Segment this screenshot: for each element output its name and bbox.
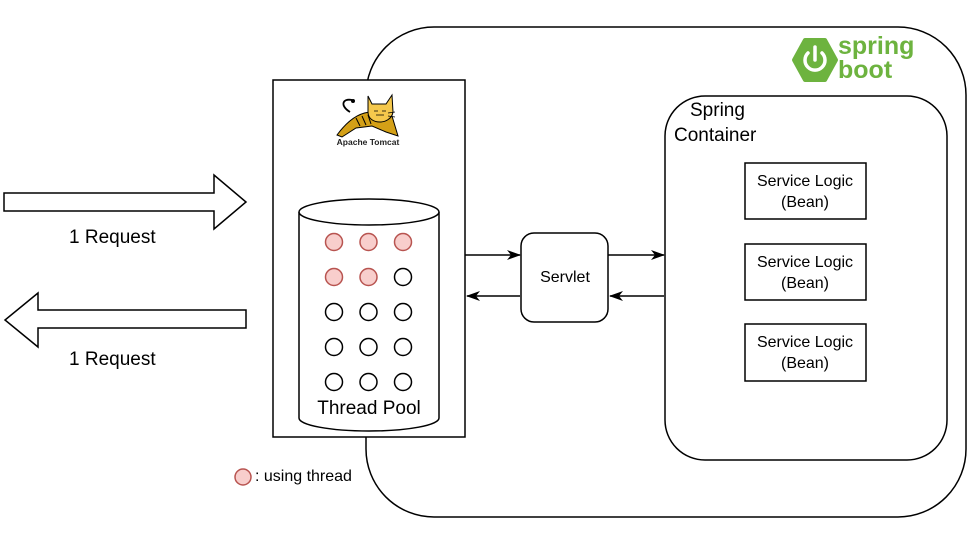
bean-label-1: Service Logic (Bean): [745, 171, 865, 213]
bean-label-line1: Service Logic: [756, 334, 854, 351]
thread-free: [393, 337, 413, 357]
bean-box: [744, 243, 867, 301]
bean-label-3: Service Logic (Bean): [745, 332, 865, 374]
thread-free: [393, 267, 413, 287]
bean-label-line2: (Bean): [780, 355, 830, 372]
incoming-request-label: 1 Request: [69, 227, 156, 248]
spring-container-label-line1: Spring: [690, 100, 745, 121]
thread-free: [324, 372, 344, 392]
tomcat-logo-text: Apache Tomcat: [336, 137, 400, 147]
spring-brand-text: spring: [838, 32, 915, 60]
thread-free: [324, 337, 344, 357]
thread-free: [359, 372, 378, 392]
thread-used: [359, 267, 378, 287]
thread-free: [393, 302, 413, 322]
spring-container-label-line2: Container: [674, 125, 757, 146]
thread-free: [393, 372, 413, 392]
thread-free: [359, 337, 378, 357]
thread-grid: [324, 232, 413, 392]
bean-label-line2: (Bean): [780, 275, 830, 292]
incoming-request-arrow: [3, 173, 248, 231]
bean-label-line1: Service Logic: [756, 254, 854, 271]
bean-label-line1: Service Logic: [756, 173, 854, 190]
servlet-label: Servlet: [540, 269, 590, 286]
thread-used: [324, 232, 344, 252]
thread-used: [393, 232, 413, 252]
spring-power-icon: [792, 38, 838, 82]
thread-used: [324, 267, 344, 287]
bean-label-line2: (Bean): [780, 194, 830, 211]
bean-box: [744, 323, 867, 382]
bean-box: [744, 162, 867, 220]
tomcat-cat-icon: [336, 93, 399, 138]
outgoing-request-label: 1 Request: [69, 349, 156, 370]
bean-label-2: Service Logic (Bean): [745, 252, 865, 294]
thread-free: [324, 302, 344, 322]
used-thread-circle-icon: [234, 468, 252, 486]
outgoing-response-arrow: [3, 291, 247, 349]
servlet-box: [520, 232, 609, 323]
boot-brand-text: boot: [838, 56, 893, 84]
thread-free: [359, 302, 378, 322]
thread-pool-label: Thread Pool: [317, 398, 421, 419]
legend-label: : using thread: [255, 468, 352, 485]
thread-used: [359, 232, 378, 252]
